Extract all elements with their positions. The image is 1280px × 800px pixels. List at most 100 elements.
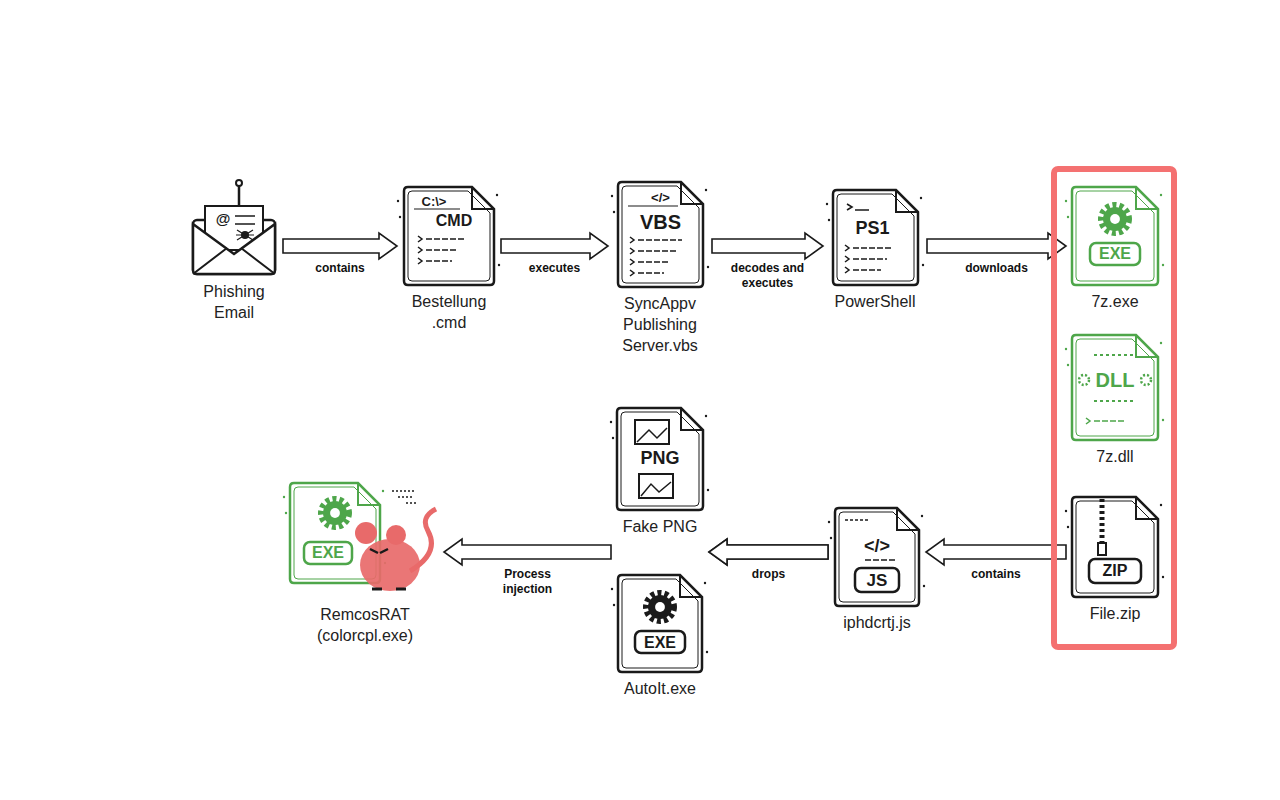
edge-label: contains (946, 567, 1046, 582)
hook-eye (236, 180, 242, 186)
document-fold (1136, 335, 1158, 357)
document-inner-outline (622, 579, 698, 668)
document-fold (896, 190, 918, 212)
rat-ear (355, 522, 377, 544)
prompt-symbol (847, 204, 869, 210)
block-arrow (501, 233, 608, 259)
edge-label: downloads (947, 261, 1047, 276)
code-line (426, 249, 458, 251)
sparkle-dot (283, 496, 285, 498)
edge-label: drops (719, 567, 819, 582)
sparkle-dot (1065, 510, 1067, 512)
document-fold (1136, 497, 1158, 519)
file-icon (193, 180, 275, 274)
rat-ear (386, 525, 406, 545)
icon-label: CMD (436, 213, 472, 229)
block-arrow (712, 233, 823, 259)
gear-teeth (1101, 205, 1129, 233)
file-icon (610, 408, 709, 510)
file-node: EXE7z.exe (1070, 187, 1160, 312)
icon-label: ZIP (1103, 563, 1128, 579)
file-caption: iphdcrtj.js (832, 612, 922, 633)
file-node: @Phishing Email (189, 180, 279, 323)
file-node: EXERemcosRAT (colorcpl.exe) (290, 483, 440, 646)
document-outline (618, 182, 703, 287)
document-outline (835, 508, 919, 606)
sparkle-dot (1067, 364, 1069, 366)
file-icon (397, 187, 500, 285)
icon-label: EXE (644, 635, 676, 651)
sparkle-dot (921, 264, 923, 266)
document-inner-outline (1076, 339, 1154, 436)
document-fold (680, 575, 702, 597)
letter-line (235, 223, 255, 225)
file-icon (825, 190, 923, 285)
file-caption: File.zip (1070, 603, 1160, 624)
gear-hole (330, 508, 340, 518)
sparkle-dot (1160, 194, 1162, 196)
sparkle-dot (1162, 576, 1164, 578)
document-inner-outline (837, 194, 914, 281)
icon-drawing (1072, 187, 1158, 285)
file-caption: 7z.exe (1070, 291, 1160, 312)
document-fold (897, 508, 919, 530)
sparkle-dot (923, 585, 925, 587)
sparkle-dot (397, 200, 399, 202)
label-plate (1090, 243, 1140, 265)
icon-drawing (290, 483, 440, 598)
code-line (1094, 420, 1124, 422)
sparkle-dot (1067, 216, 1069, 218)
sparkle-dot (830, 537, 832, 539)
icon-label: EXE (312, 545, 344, 561)
document-inner-outline (1076, 501, 1154, 593)
gear-body (323, 501, 347, 525)
document-fold (472, 187, 494, 209)
label-plate (304, 542, 352, 564)
binary-marks (1094, 355, 1134, 401)
gear-body (1103, 207, 1127, 231)
sparkle-dot (705, 415, 707, 417)
document-outline (1072, 187, 1158, 285)
file-icon-box: ZIP (1072, 497, 1158, 597)
sparkle-dot (610, 421, 612, 423)
file-node: DLL7z.dll (1070, 335, 1160, 467)
letter-line (235, 215, 255, 217)
document-fold (897, 508, 919, 530)
code-line (853, 258, 887, 260)
sparkle-dot (828, 521, 830, 523)
document-fold (1136, 335, 1158, 357)
code-line (853, 247, 893, 249)
document-outline (1072, 335, 1158, 440)
gear-teeth (321, 499, 349, 527)
file-icon (1065, 497, 1164, 597)
sparkle-dot (498, 264, 500, 266)
envelope-front (193, 224, 275, 274)
icon-label: VBS (640, 212, 681, 232)
image-mountain (641, 482, 671, 496)
file-icon (611, 575, 708, 672)
document-fold (896, 190, 918, 212)
sparkle-dot (399, 216, 401, 218)
sparkle-dot (1162, 264, 1164, 266)
file-node: PNGFake PNG (615, 408, 705, 537)
edge-label: Process injection (478, 567, 578, 597)
sparkle-dot (496, 194, 498, 196)
file-icon-box: PS1 (833, 190, 918, 285)
sparkle-dot (707, 489, 709, 491)
prompt-chevron (630, 237, 634, 243)
file-icon-box: DLL (1072, 335, 1158, 440)
icon-label: PNG (640, 449, 679, 467)
file-icon-box: </>JS (835, 508, 919, 606)
file-icon-box: C:\>CMD (404, 187, 494, 285)
gear-hole (1110, 214, 1120, 224)
icon-label: </> (864, 537, 890, 555)
prompt-chevron (630, 248, 634, 254)
gear-hole (655, 602, 665, 612)
file-caption: Phishing Email (192, 281, 276, 323)
prompt-chevron (630, 259, 634, 265)
rat-eyes (370, 549, 388, 553)
document-inner-outline (1076, 191, 1154, 281)
sparkle-dot (1065, 348, 1067, 350)
sparkle-dot (827, 219, 829, 221)
